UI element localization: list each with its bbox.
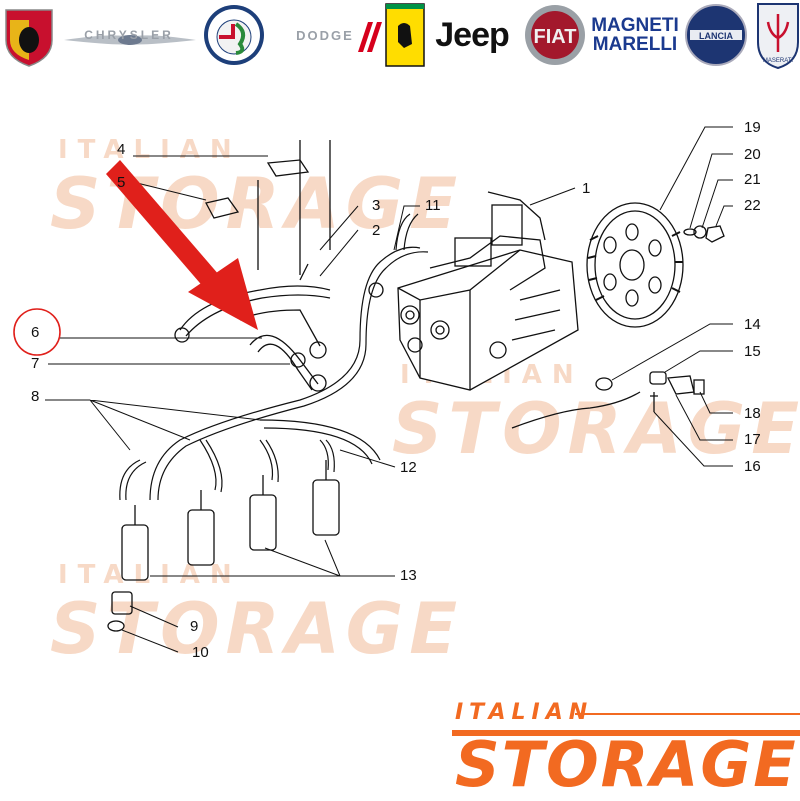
brand-logo-bar: FIAT LANCIA MASERATI CHRYSLER DODGE Jeep… <box>0 0 800 70</box>
injectors <box>121 460 340 581</box>
leader-lines <box>45 126 733 653</box>
callout-18: 18 <box>744 405 761 422</box>
callout-7: 7 <box>31 355 40 372</box>
fiat-logo: FIAT <box>525 5 585 65</box>
svg-text:LANCIA: LANCIA <box>699 31 733 41</box>
clamp-4 <box>266 159 310 177</box>
callout-8: 8 <box>31 388 40 405</box>
washer-10 <box>107 620 125 632</box>
callout-6-highlight-circle <box>13 308 61 356</box>
callout-19: 19 <box>744 119 761 136</box>
callout-3: 3 <box>372 197 381 214</box>
watermark-italian-1: ITALIAN <box>58 135 242 165</box>
dodge-logo <box>358 22 382 52</box>
italian-storage-logo-line1: ITALIAN <box>455 700 594 725</box>
svg-text:MASERATI: MASERATI <box>763 58 794 64</box>
callout-12: 12 <box>400 459 417 476</box>
callout-22: 22 <box>744 197 761 214</box>
alfa-romeo-logo <box>204 5 264 65</box>
accelerator-cable-parts <box>511 371 705 429</box>
callout-1: 1 <box>582 180 591 197</box>
callout-20: 20 <box>744 146 761 163</box>
callout-15: 15 <box>744 343 761 360</box>
watermark-storage-2: STORAGE <box>392 388 800 470</box>
callout-11: 11 <box>425 197 441 214</box>
callout-9: 9 <box>190 618 199 635</box>
fuel-pipes <box>119 213 429 501</box>
clamp-5 <box>205 197 240 219</box>
callout-17: 17 <box>744 431 761 448</box>
chrysler-wordmark: CHRYSLER <box>84 28 174 42</box>
callout-6: 6 <box>31 324 40 341</box>
svg-text:FIAT: FIAT <box>534 26 577 48</box>
callout-16: 16 <box>744 458 761 475</box>
dodge-wordmark: DODGE <box>296 27 354 43</box>
maserati-logo: MASERATI <box>757 3 799 70</box>
lancia-logo: LANCIA <box>685 4 747 66</box>
callout-10: 10 <box>192 644 209 661</box>
chrysler-logo <box>64 35 196 45</box>
callout-4: 4 <box>117 141 126 158</box>
watermark-storage-3: STORAGE <box>50 588 464 670</box>
injection-pump <box>397 191 579 391</box>
callout-21: 21 <box>744 171 761 188</box>
highlight-arrow <box>106 160 258 330</box>
timing-gear <box>586 202 684 328</box>
washer-21 <box>693 225 707 239</box>
abarth-logo <box>5 9 53 67</box>
callout-5: 5 <box>117 174 126 191</box>
italian-storage-logo-line2: STORAGE <box>455 728 798 801</box>
brand-logo-graphics: FIAT LANCIA MASERATI <box>5 3 799 70</box>
magneti-marelli-wordmark: MAGNETI MARELLI <box>591 15 679 55</box>
callout-2: 2 <box>372 222 381 239</box>
nut-22 <box>705 225 725 243</box>
jeep-wordmark: Jeep <box>435 15 510 54</box>
ferrari-logo <box>385 3 425 67</box>
washer-20 <box>683 228 697 236</box>
callout-14: 14 <box>744 316 761 333</box>
seal-9 <box>111 591 133 615</box>
callout-13: 13 <box>400 567 417 584</box>
